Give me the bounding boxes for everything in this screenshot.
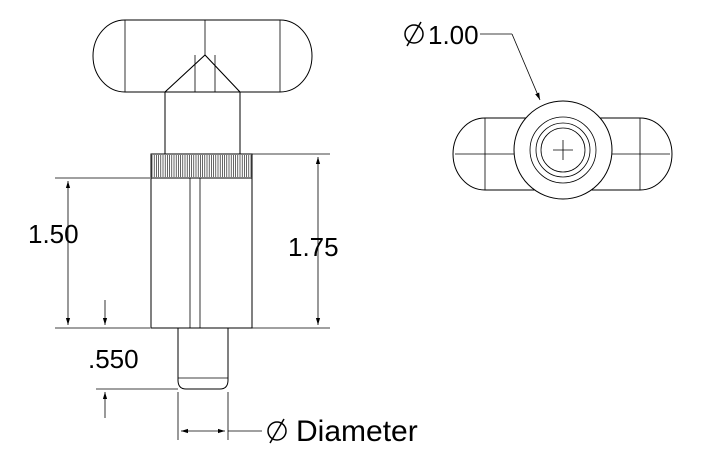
front-view xyxy=(92,19,313,390)
dimension-550: .550 xyxy=(88,300,178,418)
pin xyxy=(177,327,229,390)
dimension-1-50: 1.50 xyxy=(28,177,150,329)
t-handle xyxy=(92,19,313,93)
stem xyxy=(164,91,241,155)
dimension-1-75: 1.75 xyxy=(252,153,339,329)
diameter-symbol-icon-2 xyxy=(404,21,424,47)
diameter-symbol-icon xyxy=(267,418,287,444)
dim-pin-length: .550 xyxy=(88,344,139,374)
top-view xyxy=(452,100,673,200)
body xyxy=(150,177,253,329)
dim-body-height: 1.50 xyxy=(28,219,79,249)
knurled-collar xyxy=(150,153,253,179)
dim-head-diameter: 1.00 xyxy=(428,20,479,50)
dim-pin-diameter-label: Diameter xyxy=(296,415,418,448)
dimension-diameter: Diameter xyxy=(177,392,418,448)
dimension-1-00: 1.00 xyxy=(404,20,541,101)
dim-overall-height: 1.75 xyxy=(288,232,339,262)
